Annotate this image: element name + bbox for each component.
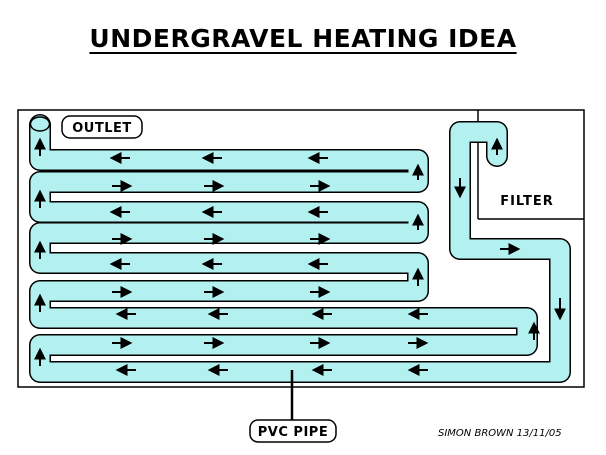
page-title: UNDERGRAVEL HEATING IDEA xyxy=(89,24,517,53)
pvc-pipe-inner xyxy=(30,115,570,382)
pvc-pipe-label: PVC PIPE xyxy=(258,425,328,440)
outlet-opening xyxy=(29,116,51,132)
pvc-pipe-label-box xyxy=(249,419,337,443)
flow-arrows xyxy=(34,137,566,376)
author-credit: SIMON BROWN 13/11/05 xyxy=(438,428,562,439)
outlet-label: OUTLET xyxy=(72,121,132,136)
filter-label: FILTER xyxy=(500,194,554,209)
outlet-label-box xyxy=(61,115,143,139)
